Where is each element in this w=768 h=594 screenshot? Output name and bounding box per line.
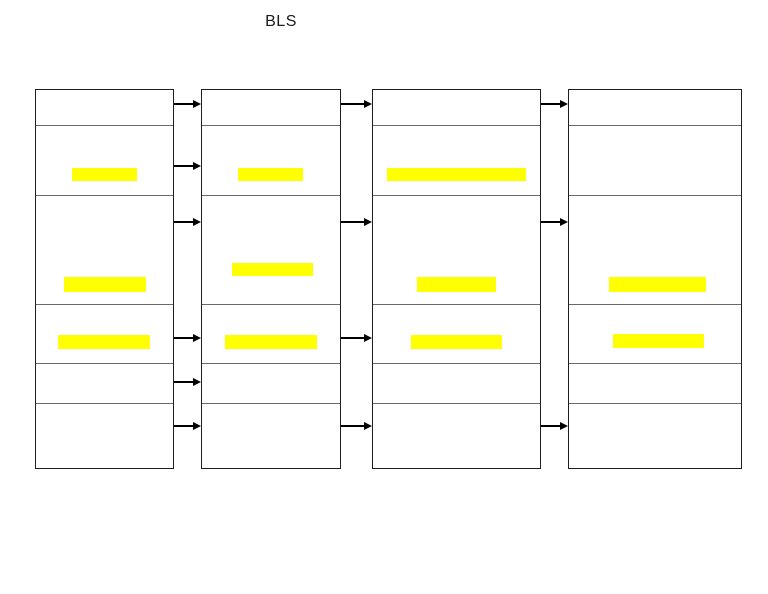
flow-arrow-lane3-to-lane4: [540, 422, 568, 430]
highlight-band-lane2-row2: [238, 168, 303, 181]
row-divider: [202, 362, 340, 364]
row-divider: [202, 124, 340, 126]
row-divider: [35, 402, 173, 404]
row-divider: [372, 303, 540, 305]
flow-arrow-lane2-to-lane3: [341, 218, 372, 226]
row-divider: [568, 402, 741, 404]
highlight-band-lane3-row2: [387, 168, 526, 181]
highlight-band-lane4-row4: [613, 334, 704, 348]
highlight-band-lane2-row3: [232, 263, 313, 276]
row-divider: [35, 362, 173, 364]
highlight-band-lane4-row3: [609, 277, 706, 292]
row-divider: [35, 303, 173, 305]
arrow-head-icon: [193, 162, 201, 170]
flow-arrow-lane1-to-lane2: [174, 100, 201, 108]
row-divider: [372, 124, 540, 126]
arrow-head-icon: [193, 422, 201, 430]
row-divider: [202, 402, 340, 404]
arrow-shaft: [540, 221, 563, 223]
highlight-band-lane2-row4: [225, 335, 317, 349]
row-divider: [372, 402, 540, 404]
arrow-head-icon: [363, 100, 372, 108]
arrow-shaft: [341, 337, 367, 339]
arrow-shaft: [540, 103, 563, 105]
flow-arrow-lane3-to-lane4: [540, 100, 568, 108]
arrow-shaft: [174, 221, 196, 223]
flow-arrow-lane1-to-lane2: [174, 162, 201, 170]
arrow-shaft: [174, 103, 196, 105]
flow-arrow-lane3-to-lane4: [540, 218, 568, 226]
arrow-head-icon: [363, 422, 372, 430]
arrow-head-icon: [193, 100, 201, 108]
flow-arrow-lane1-to-lane2: [174, 422, 201, 430]
row-divider: [568, 362, 741, 364]
diagram-title: BLS: [265, 13, 297, 30]
flow-arrow-lane2-to-lane3: [341, 100, 372, 108]
arrow-head-icon: [559, 218, 568, 226]
highlight-band-lane3-row4: [411, 335, 502, 349]
flow-arrow-lane1-to-lane2: [174, 334, 201, 342]
arrow-shaft: [341, 425, 367, 427]
row-divider: [568, 124, 741, 126]
arrow-shaft: [174, 165, 196, 167]
arrow-shaft: [174, 425, 196, 427]
row-divider: [568, 303, 741, 305]
lane-2: [201, 89, 341, 469]
arrow-shaft: [174, 381, 196, 383]
arrow-head-icon: [193, 218, 201, 226]
row-divider: [202, 303, 340, 305]
arrow-head-icon: [559, 422, 568, 430]
row-divider: [372, 362, 540, 364]
row-divider: [372, 194, 540, 196]
flow-arrow-lane1-to-lane2: [174, 378, 201, 386]
arrow-shaft: [341, 103, 367, 105]
arrow-shaft: [174, 337, 196, 339]
row-divider: [35, 124, 173, 126]
arrow-head-icon: [559, 100, 568, 108]
flow-arrow-lane1-to-lane2: [174, 218, 201, 226]
arrow-head-icon: [363, 218, 372, 226]
arrow-head-icon: [193, 378, 201, 386]
row-divider: [568, 194, 741, 196]
highlight-band-lane1-row2: [72, 168, 137, 181]
arrow-head-icon: [363, 334, 372, 342]
row-divider: [35, 194, 173, 196]
arrow-shaft: [341, 221, 367, 223]
arrow-shaft: [540, 425, 563, 427]
highlight-band-lane3-row3: [417, 277, 496, 292]
row-divider: [202, 194, 340, 196]
highlight-band-lane1-row4: [58, 335, 150, 349]
highlight-band-lane1-row3: [64, 277, 146, 292]
flow-arrow-lane2-to-lane3: [341, 334, 372, 342]
arrow-head-icon: [193, 334, 201, 342]
flow-arrow-lane2-to-lane3: [341, 422, 372, 430]
